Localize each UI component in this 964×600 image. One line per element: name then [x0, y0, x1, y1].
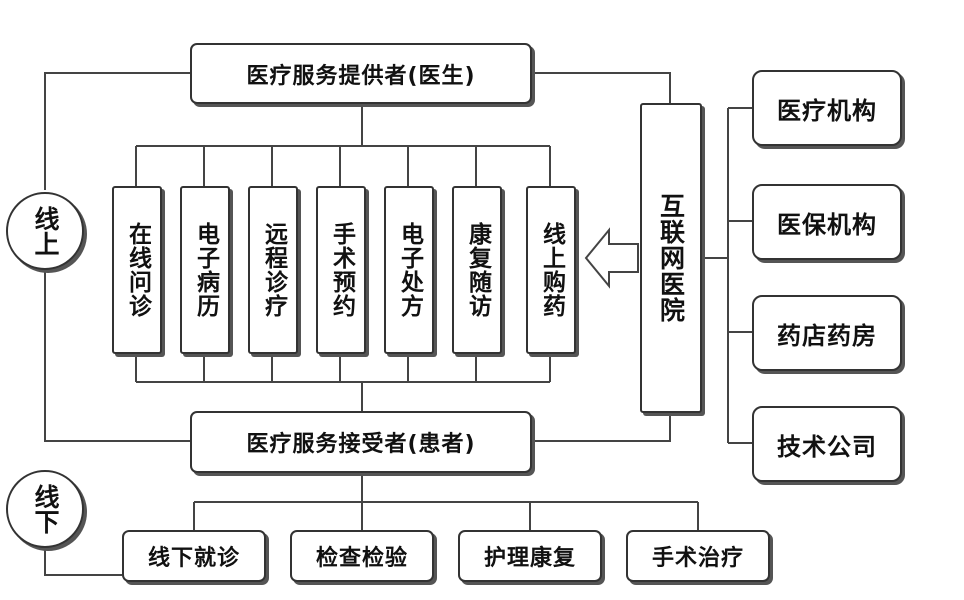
online-to-receiver-line	[44, 270, 190, 442]
online-service-box: 在线问诊	[112, 186, 162, 354]
partner-box: 技术公司	[752, 406, 902, 482]
service-connector-stubs	[135, 146, 551, 382]
online-service-box: 电子处方	[384, 186, 434, 354]
offline-service-box: 护理康复	[458, 530, 602, 582]
partner-connector-stubs	[728, 107, 752, 444]
online-service-box: 康复随访	[452, 186, 502, 354]
hospital-to-receiver-line	[532, 413, 671, 442]
offline-service-box: 手术治疗	[626, 530, 770, 582]
online-service-box: 电子病历	[180, 186, 230, 354]
offline-connector-stubs	[193, 502, 699, 530]
online-service-box: 线上购药	[526, 186, 576, 354]
receiver-box: 医疗服务接受者(患者)	[190, 411, 532, 473]
online-service-box: 手术预约	[316, 186, 366, 354]
online-circle: 线上	[6, 192, 84, 270]
provider-to-hospital-line	[532, 72, 671, 103]
partner-box: 医保机构	[752, 184, 902, 260]
offline-service-box: 检查检验	[290, 530, 434, 582]
offline-circle: 线下	[6, 470, 84, 548]
online-service-box: 远程诊疗	[248, 186, 298, 354]
provider-box: 医疗服务提供者(医生)	[190, 43, 532, 104]
offline-service-box: 线下就诊	[122, 530, 266, 582]
internet-hospital-box: 互联网医院	[640, 103, 702, 413]
offline-to-clinic-line	[44, 548, 122, 576]
partner-box: 医疗机构	[752, 70, 902, 146]
partner-box: 药店药房	[752, 295, 902, 371]
hospital-to-services-arrow	[584, 227, 639, 289]
provider-to-online-line	[44, 72, 190, 190]
